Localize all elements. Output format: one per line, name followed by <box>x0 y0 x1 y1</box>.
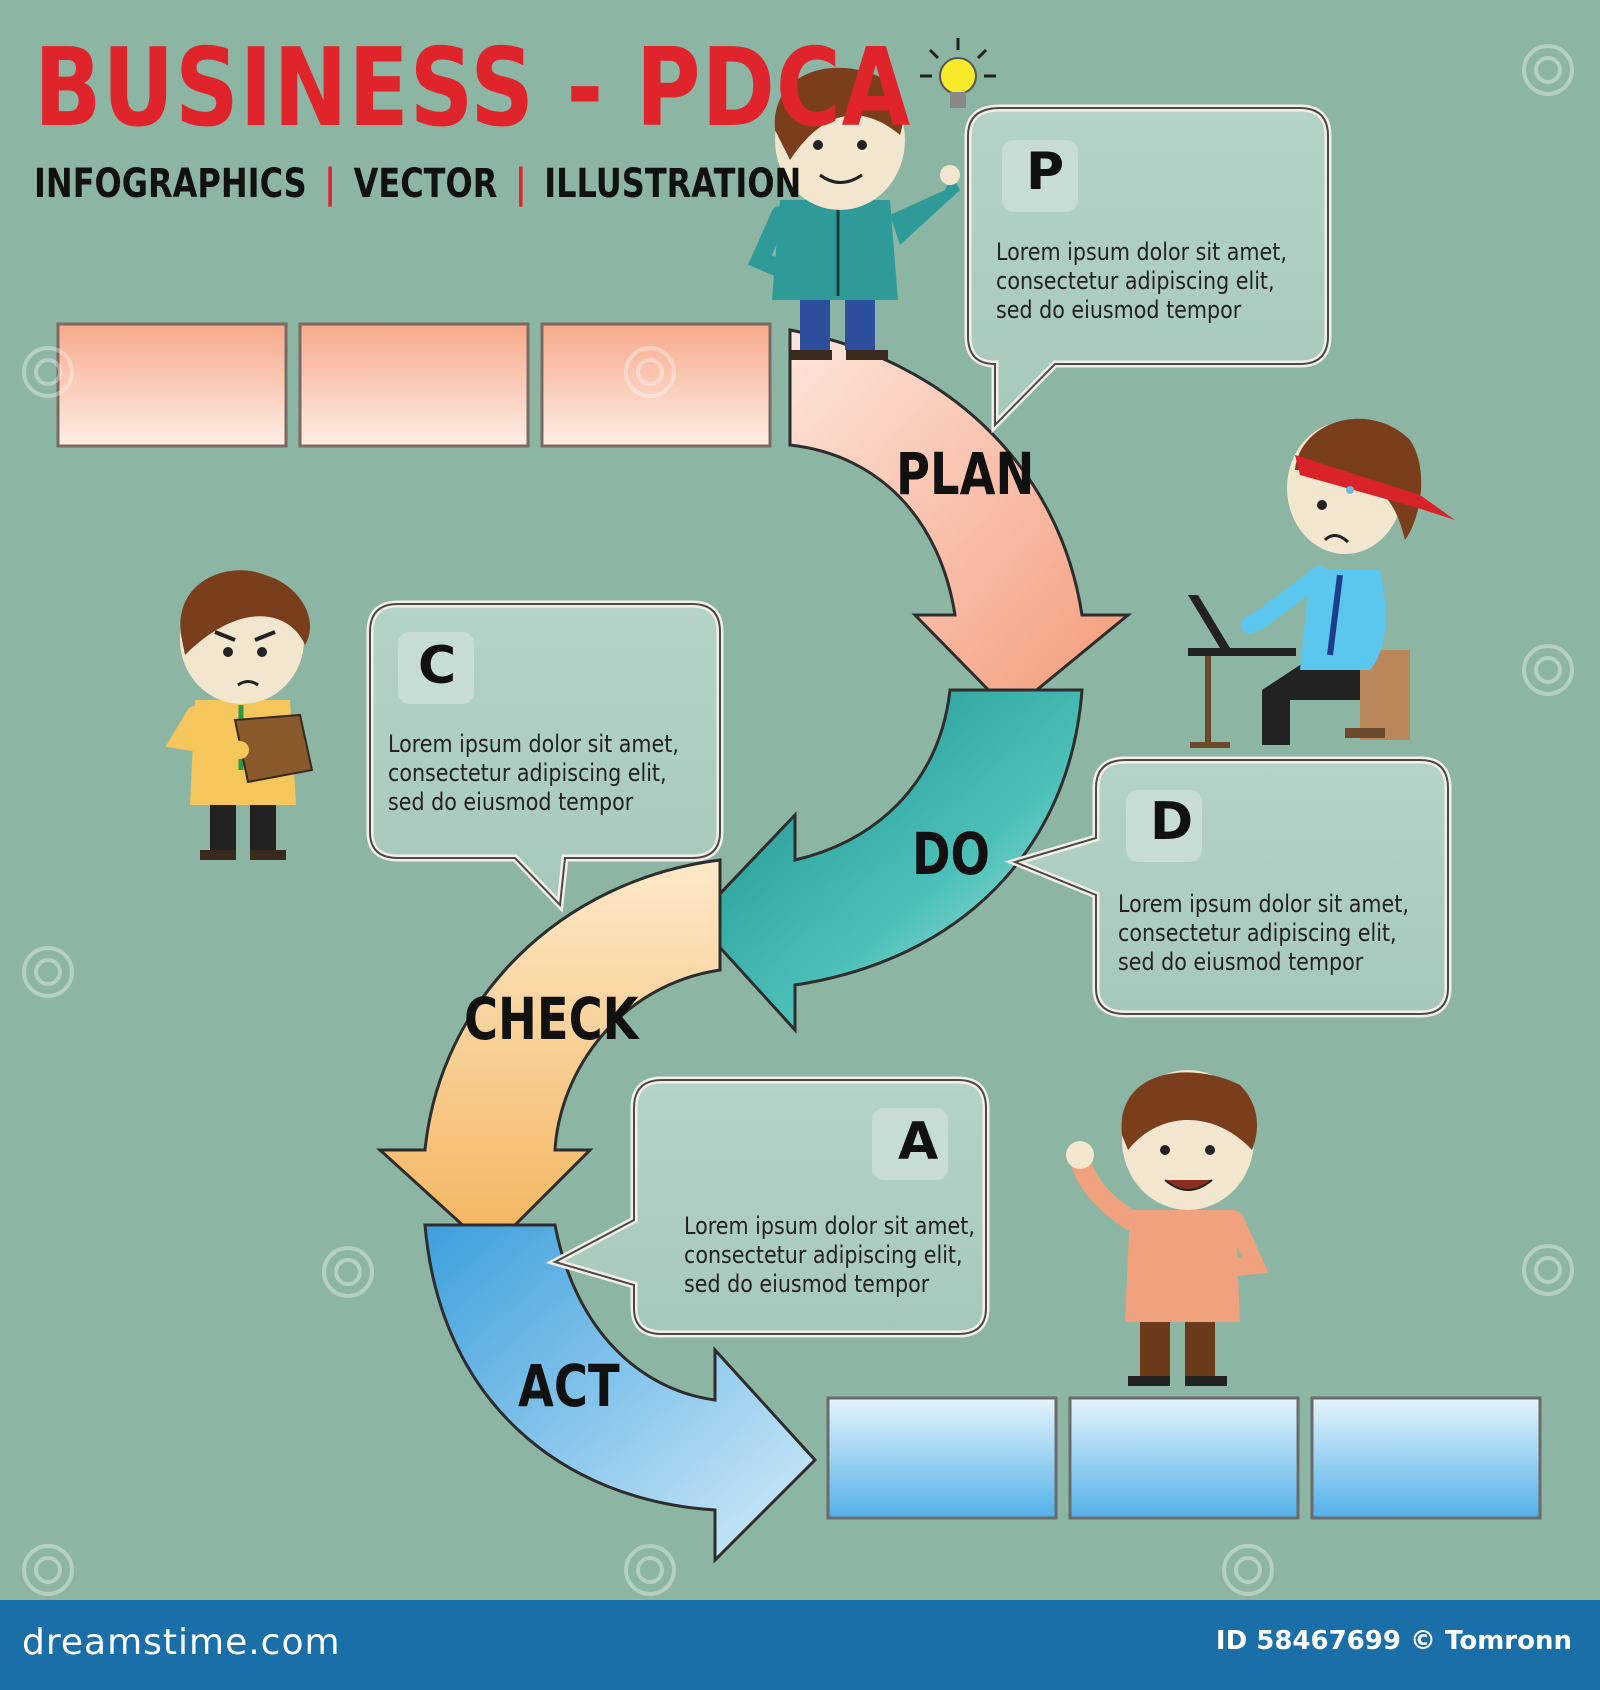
page-title: BUSINESS - PDCA <box>34 26 912 151</box>
character-act <box>1066 1070 1269 1386</box>
bottom-box-2 <box>1068 1396 1300 1520</box>
subtitle-separator-2: | <box>514 161 527 207</box>
stage-label-plan: PLAN <box>896 440 1035 508</box>
bottom-box-1 <box>826 1396 1058 1520</box>
bubble-c-line-1: Lorem ipsum dolor sit amet, <box>388 730 679 758</box>
top-box-2 <box>298 322 530 448</box>
character-plan <box>748 67 960 360</box>
bubble-a-shape <box>545 1076 990 1338</box>
bubble-c-text: Lorem ipsum dolor sit amet, consectetur … <box>388 730 679 817</box>
bubble-p-text: Lorem ipsum dolor sit amet, consectetur … <box>996 238 1287 325</box>
footer-site-name: dreamstime.com <box>22 1622 341 1663</box>
subtitle-separator-1: | <box>324 161 336 207</box>
footer-bar: dreamstime.com ID 58467699 © Tomronn <box>0 1600 1600 1690</box>
bubble-p-line-3: sed do eiusmod tempor <box>996 296 1242 324</box>
stage-label-do: DO <box>912 820 990 888</box>
bubble-d-shape <box>1004 756 1452 1018</box>
character-check <box>165 570 314 860</box>
plan-arrow <box>788 328 1133 715</box>
bubble-c-shape <box>366 600 724 913</box>
bubble-d-text: Lorem ipsum dolor sit amet, consectetur … <box>1118 890 1409 977</box>
bubble-a-letter: A <box>898 1112 939 1172</box>
bubble-d-line-3: sed do eiusmod tempor <box>1118 948 1364 976</box>
top-box-3 <box>540 322 772 448</box>
bubble-p-shape <box>964 104 1332 434</box>
bottom-box-3 <box>1310 1396 1542 1520</box>
bubble-c-line-2: consectetur adipiscing elit, <box>388 759 667 787</box>
bubble-a-line-2: consectetur adipiscing elit, <box>684 1241 963 1269</box>
bubble-d-letter: D <box>1150 792 1194 852</box>
subtitle-infographics: INFOGRAPHICS <box>34 161 307 207</box>
bottom-boxes <box>826 1396 1542 1520</box>
bubble-c-letter: C <box>418 636 457 696</box>
bubble-c-line-3: sed do eiusmod tempor <box>388 788 634 816</box>
stage-label-check: CHECK <box>464 985 639 1053</box>
bubble-a-line-3: sed do eiusmod tempor <box>684 1270 930 1298</box>
lightbulb-icon <box>920 38 996 108</box>
subtitle-illustration: ILLUSTRATION <box>544 161 802 207</box>
top-boxes <box>56 322 772 448</box>
bubble-d-line-1: Lorem ipsum dolor sit amet, <box>1118 890 1409 918</box>
footer-image-id: ID 58467699 © Tomronn <box>1215 1626 1572 1656</box>
stage-label-act: ACT <box>518 1352 620 1420</box>
check-arrow <box>376 858 722 1253</box>
top-box-1 <box>56 322 288 448</box>
subtitle-vector: VECTOR <box>353 161 498 207</box>
character-do <box>1188 418 1455 748</box>
bubble-p-line-1: Lorem ipsum dolor sit amet, <box>996 238 1287 266</box>
watermark-swirls <box>22 44 1574 1596</box>
bubble-p-line-2: consectetur adipiscing elit, <box>996 267 1275 295</box>
bubble-a-text: Lorem ipsum dolor sit amet, consectetur … <box>684 1212 975 1299</box>
do-arrow <box>692 688 1084 1034</box>
bubble-a-line-1: Lorem ipsum dolor sit amet, <box>684 1212 975 1240</box>
page-subtitle: INFOGRAPHICS | VECTOR | ILLUSTRATION <box>34 160 801 208</box>
bubble-d-line-2: consectetur adipiscing elit, <box>1118 919 1397 947</box>
act-arrow <box>423 1223 818 1564</box>
bubble-p-letter: P <box>1026 142 1065 202</box>
